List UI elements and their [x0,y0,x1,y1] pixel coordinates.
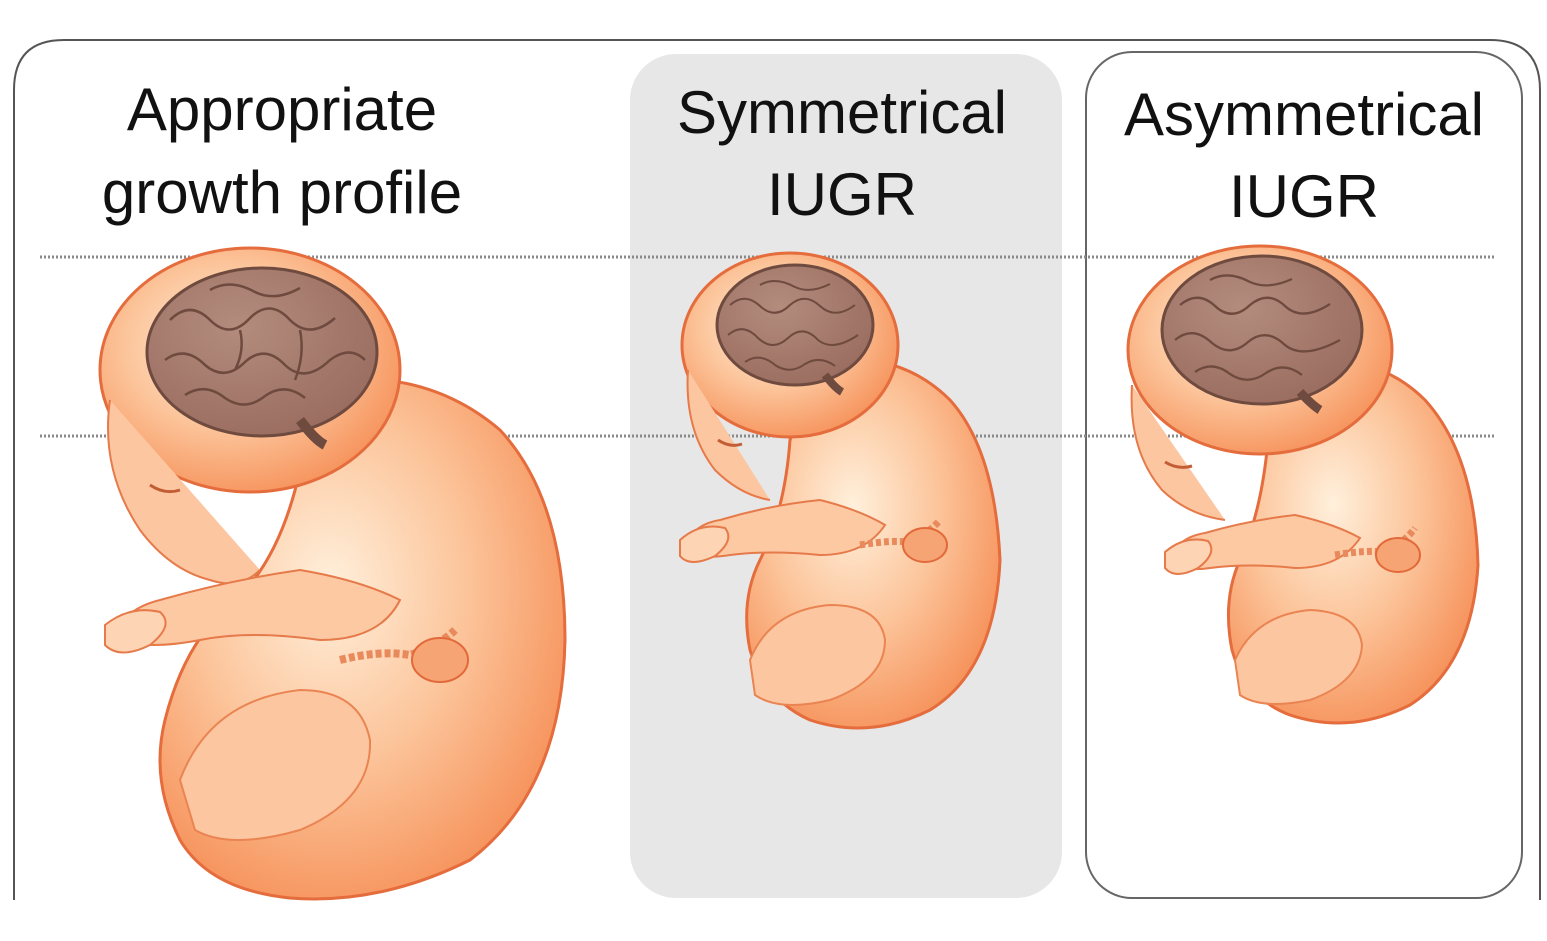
fetus-large-icon [98,246,567,901]
outer-frame [13,39,1541,900]
symmetrical-title-line2: IUGR [767,161,917,228]
asymmetrical-title-line2: IUGR [1229,163,1379,230]
asymmetrical-panel-outline [1085,51,1523,899]
symmetrical-title-line1: Symmetrical [677,79,1007,146]
appropriate-title-line1: Appropriate [127,76,437,143]
fetus-small-icon [679,251,1002,730]
appropriate-title-line2: growth profile [102,159,462,226]
fetus-small-large-head-icon [1126,244,1480,725]
asymmetrical-title-line1: Asymmetrical [1124,81,1484,148]
